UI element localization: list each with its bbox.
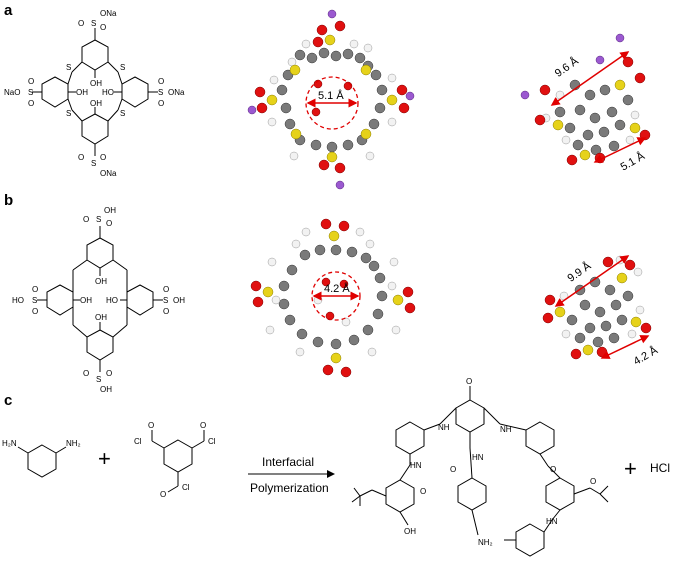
- b-oh-bottom: OH: [100, 385, 112, 394]
- c-mpd-amine-right: NH₂: [66, 439, 81, 448]
- a-sulfonyl-s-right: S: [158, 88, 163, 97]
- a-oh-up: OH: [90, 79, 102, 88]
- c-prod-nh2: NH₂: [478, 538, 493, 547]
- b-ho-left: HO: [12, 296, 24, 305]
- b-o-bottom-right: O: [106, 369, 112, 378]
- b-cavity-dimension: 4.2 Å: [324, 282, 350, 295]
- b-o-top-right: O: [106, 219, 112, 228]
- a-bridge-s-tr: S: [120, 63, 125, 72]
- a-o-bottom-left: O: [78, 153, 84, 162]
- a-side-long-arrow: [550, 51, 630, 106]
- c-tmc-cl-right: Cl: [208, 437, 216, 446]
- a-side-short-dimension: 5.1 Å: [618, 149, 647, 173]
- a-o-left-bottom: O: [28, 99, 34, 108]
- b-side-short-dimension: 4.2 Å: [631, 343, 660, 367]
- a-side-long-dimension: 9.6 Å: [552, 54, 581, 80]
- b-oh-top: OH: [104, 206, 116, 215]
- a-o-top-right: O: [100, 23, 106, 32]
- b-oh-up: OH: [95, 277, 107, 286]
- c-tmc-labels: O O Cl Cl O Cl: [134, 421, 216, 499]
- panel-label-b: b: [4, 192, 14, 209]
- c-prod-hn-3: HN: [546, 517, 558, 526]
- b-side-long-dimension: 9.9 Å: [565, 259, 594, 285]
- c-prod-acid-oh: OH: [404, 527, 416, 536]
- b-o-top-left: O: [83, 215, 89, 224]
- b-sulfonyl-s-top: S: [96, 215, 101, 224]
- b-o-left-top: O: [32, 285, 38, 294]
- c-mpd-structure: [17, 444, 67, 478]
- a-ona-bottom: ONa: [100, 169, 117, 178]
- b-sulfonyl-s-left: S: [32, 296, 37, 305]
- a-bridge-s-br: S: [120, 109, 125, 118]
- a-ona-right: ONa: [168, 88, 185, 97]
- c-tmc-o-bottom: O: [160, 490, 166, 499]
- a-sulfonyl-s-left: S: [28, 88, 33, 97]
- b-oh-right: OH: [173, 296, 185, 305]
- a-o-right-top: O: [158, 77, 164, 86]
- panel-a-top-view: 5.1 Å: [247, 9, 415, 190]
- c-arrow-label-1: Interfacial: [262, 455, 314, 469]
- a-bridge-s-bl: S: [66, 109, 71, 118]
- c-tmc-cl-bottom: Cl: [182, 483, 190, 492]
- a-ho-right: HO: [102, 88, 114, 97]
- c-prod-o-2: O: [550, 465, 556, 474]
- a-oh-low: OH: [90, 99, 102, 108]
- a-o-left-top: O: [28, 77, 34, 86]
- panel-a-labels: S ONa O O S ONa O O S NaO O O S ONa O O …: [4, 9, 185, 178]
- b-cavity-circle: [311, 271, 361, 321]
- panel-b-top-view: 4.2 Å: [250, 218, 416, 378]
- a-cavity-circle: [305, 76, 359, 130]
- b-o-right-bottom: O: [163, 307, 169, 316]
- a-cavity-dimension: 5.1 Å: [318, 89, 344, 102]
- a-o-bottom-right: O: [100, 153, 106, 162]
- a-ona-top: ONa: [100, 9, 117, 18]
- a-oh-left: OH: [76, 88, 88, 97]
- b-o-right-top: O: [163, 285, 169, 294]
- b-sulfonyl-s-right: S: [163, 296, 168, 305]
- panel-b-side-view: 9.9 Å 4.2 Å: [542, 255, 660, 368]
- b-sulfonyl-s-bottom: S: [96, 375, 101, 384]
- a-o-right-bottom: O: [158, 99, 164, 108]
- c-product-structure: [351, 386, 609, 557]
- c-prod-nh-2: NH: [500, 425, 512, 434]
- panel-label-a: a: [4, 2, 13, 19]
- c-prod-nh-1: NH: [438, 423, 450, 432]
- a-bridge-s-tl: S: [66, 63, 71, 72]
- a-side-short-arrow: [593, 137, 647, 163]
- b-side-short-arrow: [600, 335, 650, 359]
- c-arrow-label-2: Polymerization: [250, 481, 329, 495]
- c-prod-o-3: O: [420, 487, 426, 496]
- a-o-top-left: O: [78, 19, 84, 28]
- a-sulfonyl-s-top: S: [91, 19, 96, 28]
- b-ho-inner-right: HO: [106, 296, 118, 305]
- c-prod-o-4: O: [450, 465, 456, 474]
- c-tmc-o-left: O: [148, 421, 154, 430]
- panel-b-structure: [37, 226, 163, 372]
- a-sulfonyl-s-bottom: S: [91, 159, 96, 168]
- c-prod-o-1: O: [466, 377, 472, 386]
- c-plus-2: +: [624, 456, 637, 481]
- panel-a-side-view: 9.6 Å 5.1 Å: [520, 33, 651, 174]
- a-nao-left: NaO: [4, 88, 20, 97]
- c-mpd-amine-left: H₂N: [2, 439, 17, 448]
- b-o-left-bottom: O: [32, 307, 38, 316]
- b-o-bottom-left: O: [83, 369, 89, 378]
- c-prod-o-5: O: [590, 477, 596, 486]
- c-plus-1: +: [98, 446, 111, 471]
- c-tmc-structure: [151, 430, 205, 493]
- panel-b-labels: S OH O O S OH O O S HO O O S OH O O OH O…: [12, 206, 185, 394]
- b-oh-inner-left: OH: [80, 296, 92, 305]
- c-prod-hn-2: HN: [472, 453, 484, 462]
- panel-a-structure: [32, 28, 158, 156]
- b-oh-low: OH: [95, 313, 107, 322]
- b-side-long-arrow: [554, 255, 630, 307]
- c-tmc-o-right: O: [200, 421, 206, 430]
- c-product-labels: NH NH O HN HN O O O O OH NH₂ HN: [404, 377, 596, 547]
- panel-label-c: c: [4, 392, 13, 409]
- c-prod-hn-1: HN: [410, 461, 422, 470]
- c-hcl: HCl: [650, 461, 670, 475]
- c-tmc-cl-left: Cl: [134, 437, 142, 446]
